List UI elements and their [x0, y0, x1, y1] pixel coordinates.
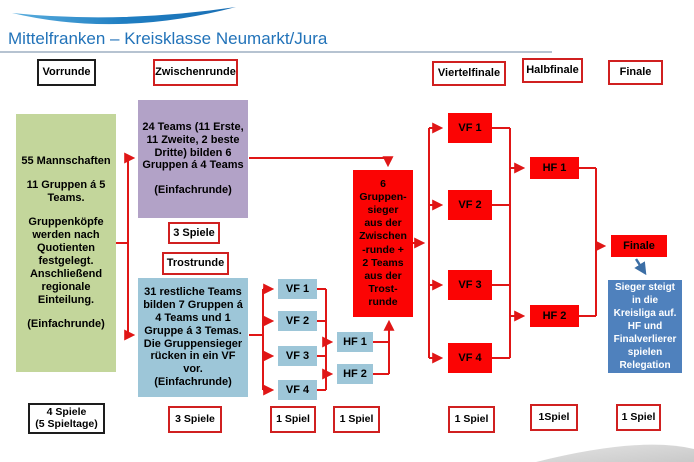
trost-vf4-box: VF 4	[278, 380, 317, 400]
match-label: VF 4	[458, 352, 482, 364]
vorrunde-info-box: 55 Mannschaften 11 Gruppen á 5 Teams. Gr…	[16, 114, 116, 372]
games-text: (5 Spieltage)	[35, 417, 98, 430]
trost-vf3-box: VF 3	[278, 346, 317, 366]
games-trost-hf: 1 Spiel	[333, 406, 380, 433]
trost-vf2-box: VF 2	[278, 311, 317, 331]
games-text: 1 Spiel	[339, 412, 374, 425]
zwischenrunde-text: (Einfachrunde)	[154, 184, 232, 197]
seed-text: 6 Gruppen- sieger aus der Zwischen -rund…	[359, 177, 407, 308]
match-label: HF 2	[343, 368, 367, 380]
games-text: 3 Spiele	[173, 226, 215, 239]
match-label: HF 1	[343, 336, 367, 348]
winner-text: Sieger steigt in die Kreisliga auf. HF u…	[613, 282, 677, 371]
stage-header-viertelfinale: Viertelfinale	[432, 61, 506, 86]
match-label: VF 4	[285, 384, 310, 396]
games-text: 3 Spiele	[175, 412, 215, 425]
decorative-swoosh-icon	[536, 444, 694, 462]
stage-header-label: Finale	[619, 66, 652, 79]
zwischenrunde-text: 24 Teams (11 Erste, 11 Zweite, 2 beste D…	[142, 120, 244, 172]
main-hf2-box: HF 2	[530, 305, 579, 327]
stage-header-label: Viertelfinale	[437, 67, 501, 80]
match-label: VF 1	[458, 122, 482, 134]
match-label: VF 2	[458, 199, 482, 211]
games-text: 4 Spiele	[46, 405, 87, 418]
finale-to-winner-arrow-icon	[634, 258, 647, 276]
stage-header-halbfinale: Halbfinale	[522, 58, 583, 83]
match-label: VF 2	[285, 315, 310, 327]
title-separator	[0, 51, 552, 53]
stage-header-zwischenrunde: Zwischenrunde	[153, 59, 238, 86]
trostrunde-label: Trostrunde	[162, 252, 229, 275]
match-label: HF 2	[542, 310, 567, 322]
trost-hf1-box: HF 1	[337, 332, 373, 352]
main-vf1-box: VF 1	[448, 113, 492, 143]
games-halbfinale: 1Spiel	[530, 404, 578, 431]
page-title: Mittelfranken – Kreisklasse Neumarkt/Jur…	[8, 29, 328, 48]
seed-box: 6 Gruppen- sieger aus der Zwischen -rund…	[353, 170, 413, 317]
vorrunde-text: 55 Mannschaften	[21, 155, 111, 168]
games-text: 1 Spiel	[621, 410, 656, 423]
games-viertelfinale: 1 Spiel	[448, 406, 495, 433]
vorrunde-text: Gruppenköpfe werden nach Quotienten fest…	[28, 216, 104, 306]
main-vf3-box: VF 3	[448, 270, 492, 300]
main-vf4-box: VF 4	[448, 343, 492, 373]
trostrunde-info-box: 31 restliche Teams bilden 7 Gruppen á 4 …	[138, 278, 248, 397]
trost-vf1-box: VF 1	[278, 279, 317, 299]
vorrunde-text: 11 Gruppen á 5 Teams.	[26, 179, 106, 205]
games-vorrunde: 4 Spiele (5 Spieltage)	[28, 403, 105, 434]
zwischenrunde-games-label: 3 Spiele	[168, 222, 220, 244]
trostrunde-text: Trostrunde	[166, 257, 225, 270]
stage-header-label: Halbfinale	[526, 64, 579, 77]
match-label: HF 1	[542, 162, 567, 174]
stage-header-label: Vorrunde	[42, 66, 91, 79]
zwischenrunde-info-box: 24 Teams (11 Erste, 11 Zweite, 2 beste D…	[138, 100, 248, 218]
games-text: 1 Spiel	[276, 412, 310, 425]
games-text: 1Spiel	[538, 410, 570, 423]
trostrunde-text: (Einfachrunde)	[154, 376, 232, 389]
games-finale: 1 Spiel	[616, 404, 661, 431]
stage-header-finale: Finale	[608, 60, 663, 85]
winner-info-box: Sieger steigt in die Kreisliga auf. HF u…	[608, 280, 682, 373]
match-label: Finale	[623, 240, 655, 252]
games-trost-vf: 1 Spiel	[270, 406, 316, 433]
match-label: VF 3	[458, 279, 482, 291]
main-vf2-box: VF 2	[448, 190, 492, 220]
match-label: VF 3	[285, 350, 310, 362]
main-hf1-box: HF 1	[530, 157, 579, 179]
trost-hf2-box: HF 2	[337, 364, 373, 384]
games-zwischenrunde: 3 Spiele	[168, 406, 222, 433]
vorrunde-text: (Einfachrunde)	[27, 317, 105, 330]
stage-header-label: Zwischenrunde	[155, 66, 236, 79]
match-label: VF 1	[285, 283, 310, 295]
trostrunde-text: 31 restliche Teams bilden 7 Gruppen á 4 …	[143, 285, 243, 376]
stage-header-vorrunde: Vorrunde	[37, 59, 96, 86]
finale-box: Finale	[611, 235, 667, 257]
games-text: 1 Spiel	[454, 412, 489, 425]
